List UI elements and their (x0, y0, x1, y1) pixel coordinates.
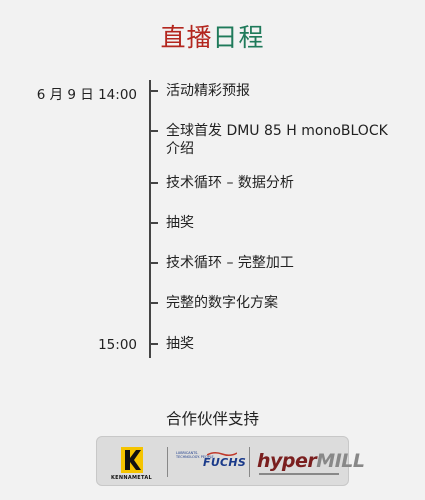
kennametal-wordmark: KENNAMETAL (111, 475, 152, 481)
fuchs-wave-icon (207, 451, 237, 457)
timeline-tick (149, 262, 158, 264)
hypermill-suffix: MILL (316, 450, 365, 472)
event-item: 技术循环 – 数据分析 (166, 175, 294, 191)
title-char-4: 程 (238, 23, 265, 52)
timeline-line (149, 80, 151, 358)
hypermill-wordmark: hyperMILL (257, 450, 365, 472)
page-title: 直播日程 (0, 18, 425, 54)
fuchs-wordmark: FUCHS (203, 456, 247, 469)
logo-divider (249, 447, 250, 477)
title-char-1: 直 (160, 23, 187, 52)
event-item: 全球首发 DMU 85 H monoBLOCK 介绍 (166, 123, 388, 157)
hypermill-underline (259, 473, 339, 475)
timeline-tick (149, 130, 158, 132)
partner-logo-bar: KENNAMETAL LUBRICANTS. TECHNOLOGY. PEOPL… (96, 436, 365, 486)
title-char-2: 播 (186, 23, 213, 52)
timeline-tick (149, 343, 158, 345)
event-item: 技术循环 – 完整加工 (166, 255, 294, 271)
logo-divider (167, 447, 168, 477)
event-item: 完整的数字化方案 (166, 295, 278, 311)
hypermill-main: hyper (257, 450, 317, 472)
timeline-tick (149, 90, 158, 92)
event-item: 抽奖 (166, 215, 194, 231)
kennametal-logo-icon (121, 447, 143, 473)
timeline-tick (149, 182, 158, 184)
event-item: 抽奖 (166, 336, 194, 352)
timeline-tick (149, 302, 158, 304)
partners-title: 合作伙伴支持 (165, 410, 259, 428)
fuchs-tagline: LUBRICANTS. TECHNOLOGY. PEOPLE. (176, 451, 215, 459)
end-time-label: 15:00 (98, 337, 137, 353)
timeline-tick (149, 222, 158, 224)
title-char-3: 日 (212, 23, 239, 52)
start-time-label: 6 月 9 日 14:00 (36, 87, 137, 103)
event-item: 活动精彩预报 (166, 83, 250, 99)
